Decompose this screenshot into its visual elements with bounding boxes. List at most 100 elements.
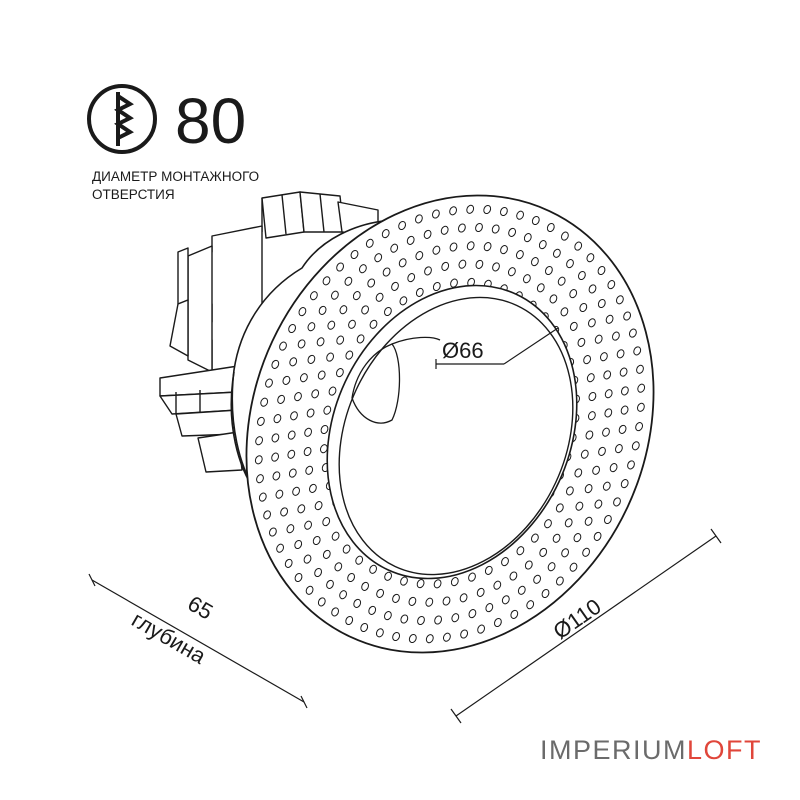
perforation-dot: [406, 235, 415, 245]
perforation-dot: [442, 632, 451, 642]
perforation-dot: [282, 375, 291, 385]
perforation-dot: [361, 581, 370, 591]
perforation-dot: [449, 242, 458, 252]
perforation-dot: [350, 249, 359, 260]
perforation-dot: [468, 609, 477, 619]
perforation-dot: [425, 597, 434, 607]
perforation-dot: [294, 539, 303, 550]
perforation-dot: [390, 243, 399, 253]
perforation-dot: [432, 281, 441, 292]
perforation-dot: [265, 378, 273, 388]
perforation-dot: [307, 322, 316, 332]
perforation-dot: [268, 527, 277, 537]
perforation-dot: [415, 251, 424, 261]
perforation-dot: [549, 294, 558, 304]
perforation-dot: [263, 510, 272, 520]
perforation-dot: [588, 391, 597, 402]
perforation-dot: [316, 337, 325, 347]
perforation-dot: [358, 264, 367, 274]
perforation-dot: [342, 544, 351, 554]
perforation-dot: [577, 337, 586, 347]
perforation-dot: [582, 547, 591, 557]
perforation-dot: [593, 531, 602, 541]
perforation-dot: [541, 588, 550, 599]
perforation-dot: [614, 444, 623, 454]
perforation-dot: [336, 335, 345, 345]
cutout-value: 80: [175, 85, 246, 157]
perforation-dot: [546, 222, 555, 233]
perforation-dot: [631, 441, 640, 451]
perforation-dot: [484, 565, 493, 575]
perforation-dot: [607, 280, 616, 290]
perforation-dot: [303, 446, 312, 457]
perforation-dot: [297, 339, 306, 349]
perforation-dot: [507, 267, 516, 277]
perforation-dot: [441, 261, 450, 271]
perforation-dot: [457, 223, 466, 233]
perforation-dot: [637, 383, 646, 393]
perforation-dot: [360, 622, 369, 633]
perforation-dot: [361, 305, 370, 315]
perforation-dot: [417, 615, 425, 626]
perforation-dot: [623, 311, 632, 321]
cutout-caption-line2: ОТВЕРСТИЯ: [92, 187, 175, 202]
perforation-dot: [592, 465, 601, 475]
perforation-dot: [254, 455, 263, 465]
perforation-dot: [569, 321, 578, 331]
perforation-dot: [353, 598, 362, 608]
perforation-dot: [605, 314, 614, 324]
perforation-dot: [369, 564, 378, 574]
perforation-dot: [384, 571, 393, 581]
perforation-dot: [328, 386, 337, 396]
perforation-dot: [345, 615, 354, 626]
perforation-dot: [620, 479, 629, 489]
perforation-dot: [526, 600, 535, 610]
perforation-dot: [277, 394, 286, 404]
perforation-dot: [583, 355, 592, 365]
perforation-dot: [635, 422, 644, 432]
perforation-dot: [432, 245, 441, 255]
perforation-dot: [584, 516, 593, 526]
perforation-dot: [477, 624, 486, 634]
perforation-dot: [391, 281, 399, 291]
perforation-dot: [400, 614, 409, 624]
perforation-dot: [288, 323, 297, 334]
perforation-dot: [450, 577, 459, 587]
perforation-dot: [305, 465, 314, 475]
perforation-dot: [561, 548, 570, 558]
perforation-dot: [284, 558, 293, 568]
perforation-dot: [317, 597, 326, 607]
perforation-dot: [336, 262, 345, 272]
perforation-dot: [588, 284, 597, 294]
perforation-dot: [308, 483, 317, 493]
brand-part2: LOFT: [687, 735, 762, 765]
perforation-dot: [555, 576, 564, 586]
perforation-dot: [620, 405, 629, 415]
perforation-dot: [598, 446, 606, 456]
perforation-dot: [594, 499, 603, 509]
perforation-dot: [538, 240, 547, 250]
perforation-dot: [475, 222, 483, 233]
perforation-dot: [530, 257, 539, 267]
perforation-dot: [318, 305, 327, 315]
perforation-dot: [510, 609, 519, 619]
perforation-dot: [468, 572, 476, 582]
perforation-dot: [255, 436, 264, 446]
perforation-dot: [544, 265, 553, 276]
perforation-dot: [323, 405, 332, 415]
perforation-dot: [579, 302, 588, 313]
perforation-dot: [433, 579, 442, 589]
perforation-dot: [613, 497, 621, 507]
perforation-dot: [523, 233, 532, 243]
perforation-dot: [557, 276, 566, 286]
perforation-dot: [493, 617, 502, 628]
perforation-dot: [304, 520, 313, 530]
perforation-dot: [423, 229, 432, 239]
perforation-dot: [271, 433, 280, 443]
perforation-dot: [586, 253, 595, 263]
perforation-dot: [292, 486, 301, 496]
perforation-dot: [552, 248, 561, 258]
perforation-dot: [314, 567, 323, 578]
perforation-dot: [618, 424, 627, 434]
perforation-dot: [501, 557, 509, 567]
